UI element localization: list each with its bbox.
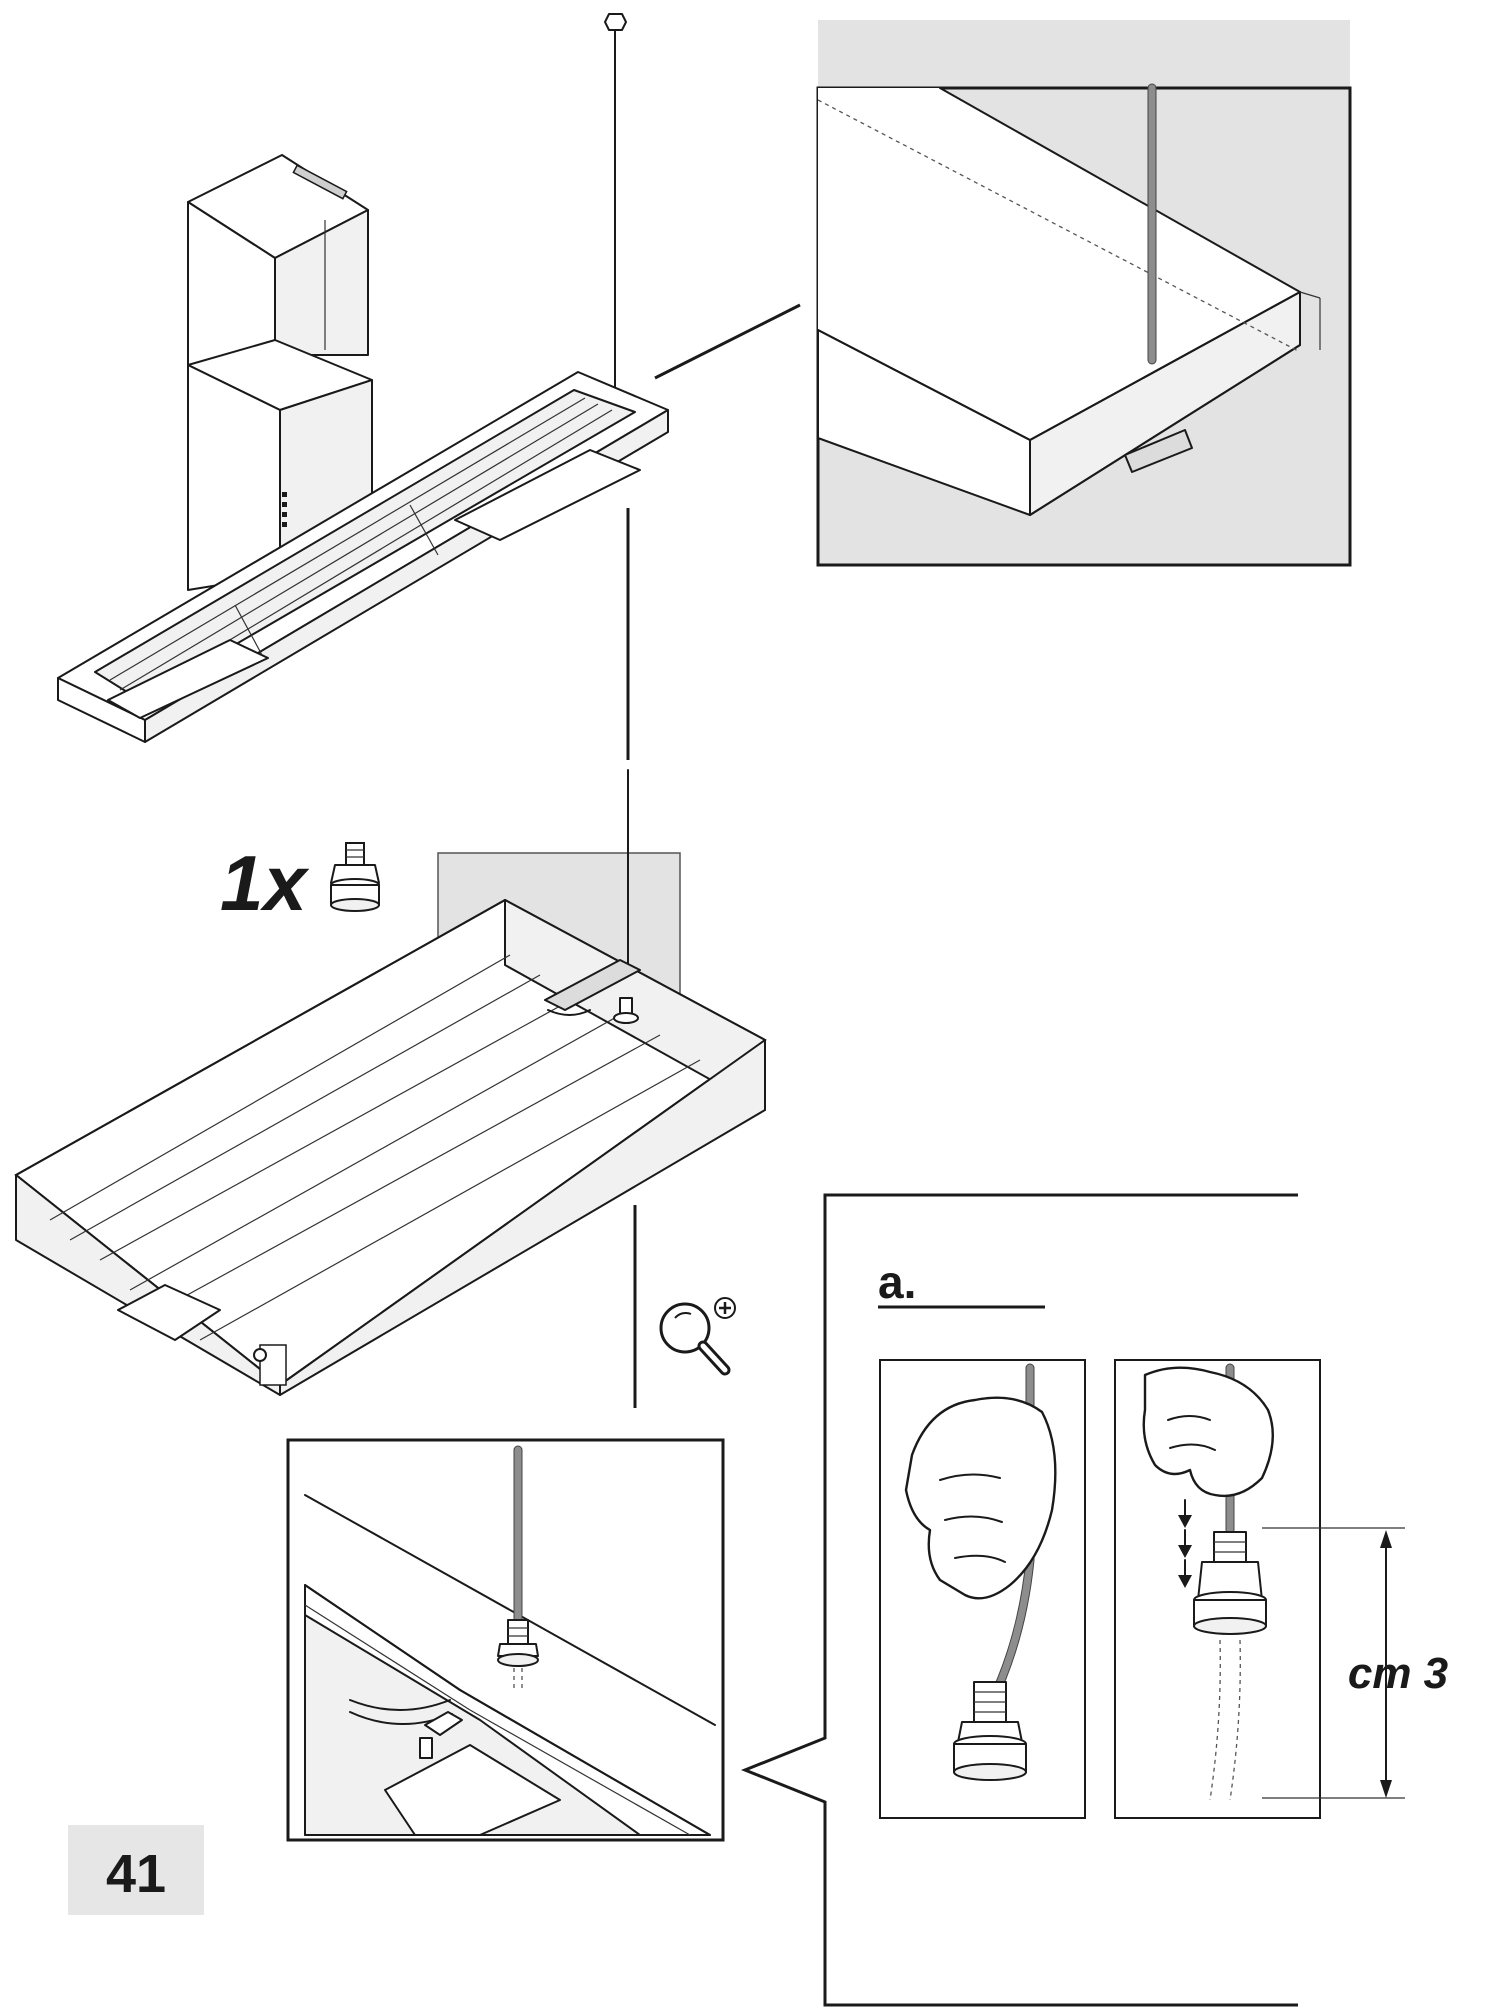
dimension-label: cm 3: [1348, 1649, 1448, 1698]
canopy-closeup: [14, 769, 767, 1396]
quantity-label-group: 1x: [220, 839, 380, 927]
cable-clamp-step2: [1193, 1531, 1267, 1635]
detail-callout-top: [654, 20, 1352, 567]
canopy-top: [57, 371, 669, 743]
step-a-panel: a.: [740, 1193, 1448, 2007]
cable-clamp-step1: [953, 1681, 1027, 1781]
page-number-badge: 41: [68, 1825, 204, 1915]
push-arrows: [1178, 1499, 1192, 1588]
step-frame-insert: [879, 1359, 1086, 1819]
magnifier-plus-icon: [659, 1297, 736, 1376]
control-buttons: [282, 492, 287, 527]
step-frame-push: [1114, 1359, 1321, 1819]
step-label: a.: [878, 1256, 916, 1308]
chimney-lower: [187, 339, 373, 591]
ceiling-anchor: [604, 13, 627, 41]
chimney-upper: [187, 154, 369, 366]
cable-clamp-closeup: [497, 1619, 539, 1667]
hood-assembly-top: [57, 13, 669, 743]
hand-left: [904, 1396, 1057, 1600]
cable-clamp-installed: [613, 997, 639, 1024]
dimension-indicator: cm 3: [1262, 1527, 1448, 1799]
detail-callout-clamp: [286, 1438, 725, 1842]
page-number: 41: [106, 1844, 166, 1904]
hand-right: [1142, 1366, 1274, 1498]
quantity-label: 1x: [220, 839, 310, 927]
cable-clamp-icon: [330, 842, 380, 912]
